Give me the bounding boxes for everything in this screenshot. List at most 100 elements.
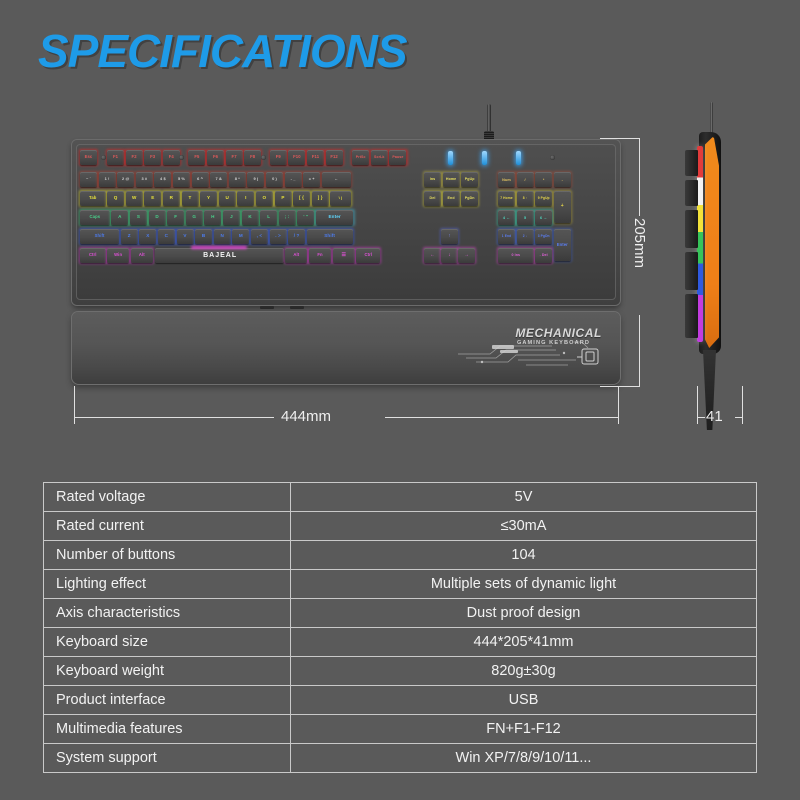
keyboard-key: Ctrl xyxy=(356,248,381,263)
keyboard-key: 4 $ xyxy=(154,172,172,187)
keyboard-key: F1 xyxy=(107,150,124,165)
keyboard-key: W xyxy=(125,191,143,206)
keyboard-key: , < xyxy=(250,229,268,244)
keyboard-key: PgUp xyxy=(461,172,479,187)
keyboard-key: ] } xyxy=(311,191,329,206)
keyboard-key: Esc xyxy=(80,150,97,165)
keyboard-foot-left xyxy=(260,306,274,309)
keyboard-side-view xyxy=(683,102,743,430)
spec-label: Number of buttons xyxy=(43,540,291,570)
dim-depth-line-left xyxy=(697,417,705,418)
spec-label: Keyboard weight xyxy=(43,656,291,686)
keyboard-key: 2 ↓ xyxy=(516,229,534,244)
keyboard-key: H xyxy=(204,210,222,225)
keyboard-key: M xyxy=(232,229,250,244)
keyboard-key: J xyxy=(222,210,240,225)
keyboard-key: F12 xyxy=(325,150,343,165)
keyboard-key: Num xyxy=(498,172,515,187)
keyboard-key: P xyxy=(274,191,292,206)
spec-value: USB xyxy=(290,685,757,715)
dim-width-line-right xyxy=(385,417,619,418)
keyboard-key: A xyxy=(111,210,129,225)
keyboard-key: ← xyxy=(424,248,441,263)
keyboard-key: + xyxy=(553,191,571,223)
keyboard-key: 3 # xyxy=(135,172,153,187)
cable-collar xyxy=(484,131,494,142)
keyboard-key: 4 ← xyxy=(498,210,515,225)
keyboard-key: / xyxy=(516,172,534,187)
spec-label: Product interface xyxy=(43,685,291,715)
keyboard-key: Alt xyxy=(285,248,308,263)
keyboard-key: 7 Home xyxy=(498,191,515,206)
page-title: SPECIFICATIONS xyxy=(38,25,408,77)
dim-width-tick-right xyxy=(618,386,619,424)
keyboard-key: I xyxy=(237,191,255,206)
spec-label: Rated current xyxy=(43,511,291,541)
keyboard-key: O xyxy=(255,191,273,206)
keyboard-key: 6 → xyxy=(535,210,553,225)
circuit-graphic-icon xyxy=(458,341,599,366)
dim-width-tick-left xyxy=(74,386,75,424)
wrist-rest: MECHANICAL GAMING KEYBOARD xyxy=(72,312,620,384)
side-key xyxy=(685,294,698,338)
keyboard-key: 8 ↑ xyxy=(516,191,534,206)
keyboard-key: Y xyxy=(200,191,218,206)
dim-width-label: 444mm xyxy=(281,408,332,425)
keyboard-key: F4 xyxy=(162,150,180,165)
led-indicator xyxy=(448,151,453,165)
keyboard-key: F8 xyxy=(244,150,262,165)
spec-label: Rated voltage xyxy=(43,482,291,512)
keyboard-key: ↓ xyxy=(441,248,458,263)
keyboard-key: 3 PgDn xyxy=(535,229,553,244)
keyboard-key: → xyxy=(458,248,475,263)
spec-label: Lighting effect xyxy=(43,569,291,599)
keyboard-key: F5 xyxy=(188,150,206,165)
keyboard-key: 1 ! xyxy=(98,172,116,187)
keyboard-key: G xyxy=(185,210,203,225)
keyboard-key: F11 xyxy=(307,150,324,165)
dim-height-line-bottom xyxy=(639,315,640,386)
side-key xyxy=(685,150,698,176)
keyboard-key: ' " xyxy=(297,210,315,225)
keyboard-key: Tab xyxy=(80,191,106,206)
keyboard-key: * xyxy=(535,172,553,187)
keyboard-key: Shift xyxy=(80,229,120,244)
keyboard-key: D xyxy=(148,210,166,225)
side-rgb-strip xyxy=(697,146,703,342)
keyboard-key: Z xyxy=(120,229,138,244)
screw-hole xyxy=(550,155,555,160)
dim-depth-tick-left xyxy=(697,386,698,424)
keyboard-key: - _ xyxy=(284,172,302,187)
spacebar-brand-text: BAJEAL xyxy=(203,252,238,259)
keyboard-key: 0 Ins xyxy=(498,248,534,263)
keyboard-key: - xyxy=(553,172,571,187)
dim-depth-line-right xyxy=(735,417,743,418)
keyboard-key: Fn xyxy=(309,248,332,263)
keyboard-key: Del xyxy=(424,191,441,206)
spec-value: Multiple sets of dynamic light xyxy=(290,569,757,599)
keyboard-key: T xyxy=(181,191,199,206)
keyboard-key: C xyxy=(157,229,175,244)
keyboard-key: End xyxy=(442,191,460,206)
keyboard-key: [ { xyxy=(293,191,311,206)
keyboard-key: Shift xyxy=(306,229,353,244)
keyboard-key: Win xyxy=(107,248,130,263)
spec-value: 104 xyxy=(290,540,757,570)
led-indicator xyxy=(482,151,487,165)
keyboard-key: Enter xyxy=(553,229,571,261)
keyboard-key: F10 xyxy=(288,150,306,165)
keyboard-key: ~ ` xyxy=(80,172,97,187)
keyboard-key: 6 ^ xyxy=(191,172,209,187)
keyboard-key: Ins xyxy=(424,172,441,187)
spec-label: Axis characteristics xyxy=(43,598,291,628)
keyboard-key: 0 ) xyxy=(266,172,283,187)
logo-sub-text: GAMING KEYBOARD xyxy=(516,340,590,346)
dim-height-tick-bottom xyxy=(600,386,640,387)
keyboard-key: 9 PgUp xyxy=(535,191,553,206)
